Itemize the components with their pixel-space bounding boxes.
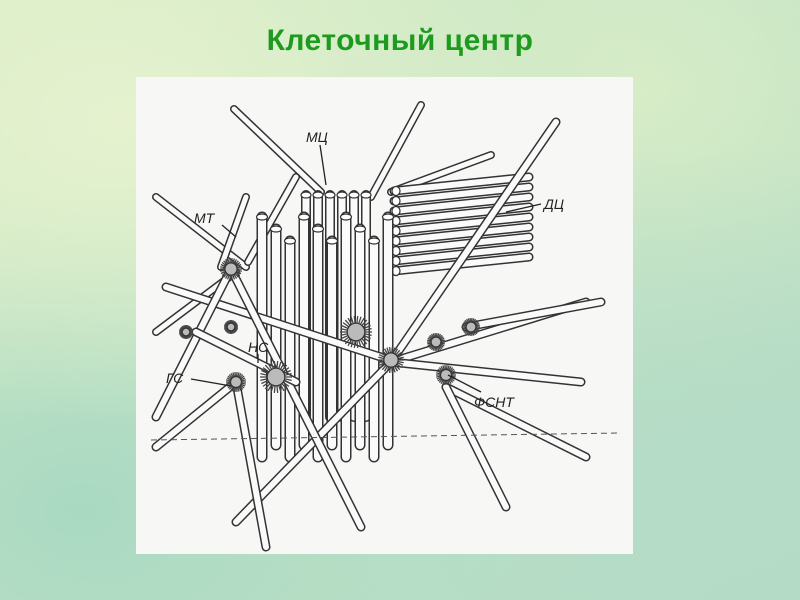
mc-front-cap-8 (367, 237, 381, 245)
microtubule-front-1 (386, 117, 561, 367)
label-mt: МТ (194, 210, 216, 226)
dc-tube-4 (389, 212, 534, 236)
satellite-center (378, 347, 404, 373)
microtubule-back-6 (217, 193, 250, 271)
dc-tube-6 (389, 232, 534, 256)
microtubules-front (151, 117, 606, 552)
mc-front-cap-1 (269, 225, 283, 233)
mc-front-cap-4 (311, 225, 325, 233)
microtubule-back-2 (367, 101, 425, 201)
dc-cap-0 (391, 185, 401, 197)
mc-back-cap-1 (312, 191, 324, 199)
mc-front-cap-0 (255, 213, 269, 221)
satellite-ns-large (340, 316, 372, 348)
microtubule-back-1 (152, 193, 250, 271)
dc-tube-0 (389, 172, 534, 196)
centrosome-diagram: МЦ ДЦ МТ НС ГС ФСНТ (136, 77, 633, 554)
label-leaders (190, 144, 542, 393)
mc-back-cap-0 (300, 191, 312, 199)
leader-gs (190, 378, 232, 387)
microtubule-front-10 (151, 377, 241, 452)
mc-back-cap-4 (348, 191, 360, 199)
mc-back-cap-2 (324, 191, 336, 199)
leader-mc (319, 144, 327, 186)
label-dc: ДЦ (542, 196, 564, 212)
baseline (150, 432, 622, 441)
label-gs: ГС (166, 370, 184, 386)
label-ns: НС (248, 339, 269, 355)
label-fsnt: ФСНТ (474, 394, 515, 410)
microtubule-front-9 (461, 297, 606, 332)
microtubule-front-4 (386, 357, 586, 387)
mc-front-cap-9 (381, 213, 395, 221)
microtubule-front-5 (441, 382, 591, 462)
mc-front-cap-7 (353, 225, 367, 233)
leader-fsnt (447, 374, 482, 393)
dc-tube-3 (389, 202, 534, 226)
microtubule-back-0 (230, 105, 325, 196)
satellite-left-2 (224, 319, 238, 335)
mc-back-cap-5 (360, 191, 372, 199)
mc-front-cap-5 (325, 237, 339, 245)
microtubule-front-0 (161, 282, 401, 367)
microtubule-front-7 (151, 264, 236, 422)
satellite-right-2 (462, 317, 480, 337)
satellite-right-1 (427, 332, 445, 352)
satellite-mt (220, 257, 242, 281)
dc-cap-1 (391, 195, 401, 207)
dc-tube-5 (389, 222, 534, 246)
mc-back-cap-3 (336, 191, 348, 199)
label-mc: МЦ (306, 129, 328, 145)
microtubule-front-6 (441, 382, 511, 512)
satellite-fsnt (436, 364, 456, 386)
satellites (179, 257, 480, 393)
mc-front-cap-2 (283, 237, 297, 245)
leader-mt (221, 224, 237, 238)
satellite-left (179, 324, 193, 340)
microtubules-back (152, 101, 495, 336)
mc-front-cap-6 (339, 213, 353, 221)
leader-dc (505, 203, 542, 213)
mc-front-cap-3 (297, 213, 311, 221)
microtubule-back-5 (244, 173, 300, 266)
dc-cap-2 (391, 205, 401, 217)
microtubule-front-11 (231, 377, 271, 552)
microtubule-front-8 (226, 264, 366, 532)
diagram-svg: МЦ ДЦ МТ НС ГС ФСНТ (150, 101, 622, 552)
satellite-ns (260, 361, 292, 393)
page-title: Клеточный центр (266, 24, 534, 57)
